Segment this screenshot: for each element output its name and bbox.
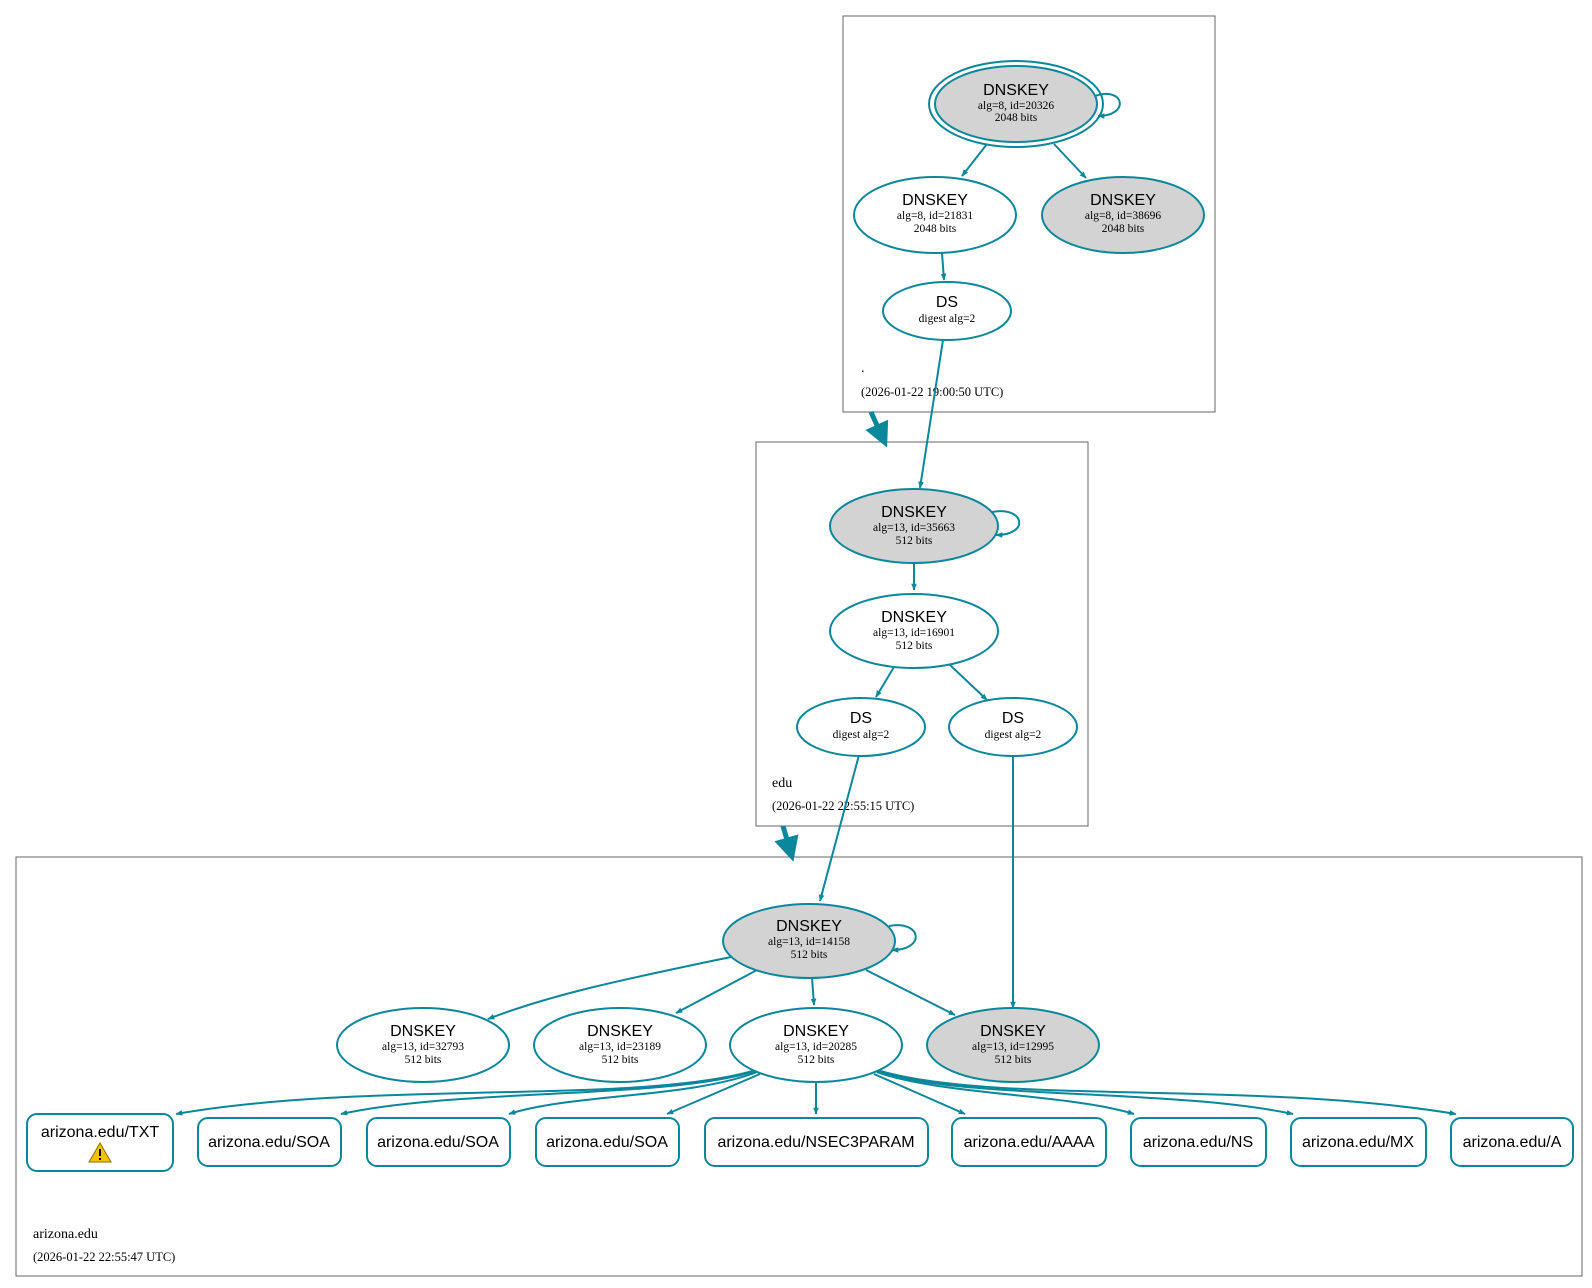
node-title: DNSKEY (881, 609, 947, 626)
node-detail: alg=13, id=20285 (775, 1041, 857, 1053)
node-bits: 512 bits (405, 1054, 442, 1066)
node-arizona-key-12995[interactable]: DNSKEY alg=13, id=12995 512 bits (926, 1007, 1100, 1083)
rrset-a[interactable]: arizona.edu/A (1450, 1117, 1574, 1167)
rrset-label: arizona.edu/A (1463, 1134, 1562, 1151)
node-bits: 512 bits (791, 949, 828, 961)
node-edu-ksk[interactable]: DNSKEY alg=13, id=35663 512 bits (829, 488, 999, 564)
node-edu-ds-1[interactable]: DS digest alg=2 (796, 697, 926, 757)
node-bits: 512 bits (602, 1054, 639, 1066)
edges (175, 93, 1457, 1116)
rrset-soa-2[interactable]: arizona.edu/SOA (366, 1117, 511, 1167)
zone-edu-timestamp: (2026-01-22 22:55:15 UTC) (772, 799, 914, 813)
node-title: DS (1002, 710, 1024, 727)
rrset-label: arizona.edu/SOA (546, 1134, 668, 1151)
node-title: DS (936, 294, 958, 311)
zone-root-timestamp: (2026-01-22 19:00:50 UTC) (861, 385, 1003, 399)
zone-root: . (2026-01-22 19:00:50 UTC) (842, 15, 1216, 413)
node-arizona-key-32793[interactable]: DNSKEY alg=13, id=32793 512 bits (336, 1007, 510, 1083)
node-title: DNSKEY (783, 1023, 849, 1040)
node-title: DNSKEY (776, 918, 842, 935)
node-detail: alg=8, id=21831 (897, 210, 973, 222)
node-arizona-ksk[interactable]: DNSKEY alg=13, id=14158 512 bits (722, 903, 896, 979)
node-detail: digest alg=2 (833, 729, 890, 741)
node-root-zsk-21831[interactable]: DNSKEY alg=8, id=21831 2048 bits (853, 176, 1017, 254)
zone-arizona-timestamp: (2026-01-22 22:55:47 UTC) (33, 1250, 175, 1264)
node-title: DNSKEY (881, 504, 947, 521)
node-detail: alg=13, id=32793 (382, 1041, 464, 1053)
delegation-arrow-edu-arizona (774, 825, 799, 862)
node-bits: 512 bits (896, 640, 933, 652)
rrset-txt[interactable]: arizona.edu/TXT (26, 1113, 174, 1172)
node-root-ksk[interactable]: DNSKEY alg=8, id=20326 2048 bits (928, 60, 1104, 148)
node-root-zsk-38696[interactable]: DNSKEY alg=8, id=38696 2048 bits (1041, 176, 1205, 254)
node-detail: alg=13, id=16901 (873, 627, 955, 639)
rrset-label: arizona.edu/NS (1143, 1134, 1253, 1151)
node-title: DNSKEY (390, 1023, 456, 1040)
node-arizona-key-20285[interactable]: DNSKEY alg=13, id=20285 512 bits (729, 1007, 903, 1083)
zone-edu: edu (2026-01-22 22:55:15 UTC) (755, 441, 1089, 827)
rrset-mx[interactable]: arizona.edu/MX (1290, 1117, 1427, 1167)
node-bits: 2048 bits (1102, 223, 1145, 235)
rrset-label: arizona.edu/AAAA (964, 1134, 1095, 1151)
node-root-ds[interactable]: DS digest alg=2 (882, 281, 1012, 341)
node-title: DS (850, 710, 872, 727)
delegation-arrow-root-edu (865, 410, 889, 448)
node-detail: alg=8, id=38696 (1085, 210, 1161, 222)
node-title: DNSKEY (983, 82, 1049, 99)
rrset-label: arizona.edu/SOA (208, 1134, 330, 1151)
node-detail: alg=13, id=23189 (579, 1041, 661, 1053)
node-bits: 512 bits (896, 535, 933, 547)
node-bits: 2048 bits (914, 223, 957, 235)
node-bits: 2048 bits (995, 112, 1038, 124)
node-detail: digest alg=2 (919, 313, 976, 325)
rrset-label: arizona.edu/SOA (377, 1134, 499, 1151)
rrset-label: arizona.edu/NSEC3PARAM (717, 1134, 914, 1151)
node-title: DNSKEY (587, 1023, 653, 1040)
rrset-label: arizona.edu/MX (1302, 1134, 1414, 1151)
node-title: DNSKEY (902, 192, 968, 209)
warning-icon (88, 1142, 112, 1163)
node-edu-ds-2[interactable]: DS digest alg=2 (948, 697, 1078, 757)
rrset-ns[interactable]: arizona.edu/NS (1130, 1117, 1267, 1167)
zone-edu-name: edu (772, 776, 792, 791)
node-title: DNSKEY (980, 1023, 1046, 1040)
node-edu-zsk[interactable]: DNSKEY alg=13, id=16901 512 bits (829, 593, 999, 669)
node-detail: alg=13, id=14158 (768, 936, 850, 948)
node-detail: alg=13, id=12995 (972, 1041, 1054, 1053)
node-detail: alg=8, id=20326 (978, 100, 1054, 112)
node-detail: alg=13, id=35663 (873, 522, 955, 534)
node-title: DNSKEY (1090, 192, 1156, 209)
rrset-soa-1[interactable]: arizona.edu/SOA (197, 1117, 342, 1167)
node-bits: 512 bits (995, 1054, 1032, 1066)
node-arizona-key-23189[interactable]: DNSKEY alg=13, id=23189 512 bits (533, 1007, 707, 1083)
zone-arizona-name: arizona.edu (33, 1227, 98, 1242)
rrset-soa-3[interactable]: arizona.edu/SOA (535, 1117, 680, 1167)
zone-root-name: . (861, 361, 865, 376)
rrset-label: arizona.edu/TXT (41, 1124, 160, 1141)
node-detail: digest alg=2 (985, 729, 1042, 741)
zone-arizona: arizona.edu (2026-01-22 22:55:47 UTC) (15, 856, 1583, 1277)
rrset-aaaa[interactable]: arizona.edu/AAAA (951, 1117, 1107, 1167)
rrset-nsec3param[interactable]: arizona.edu/NSEC3PARAM (704, 1117, 929, 1167)
node-bits: 512 bits (798, 1054, 835, 1066)
